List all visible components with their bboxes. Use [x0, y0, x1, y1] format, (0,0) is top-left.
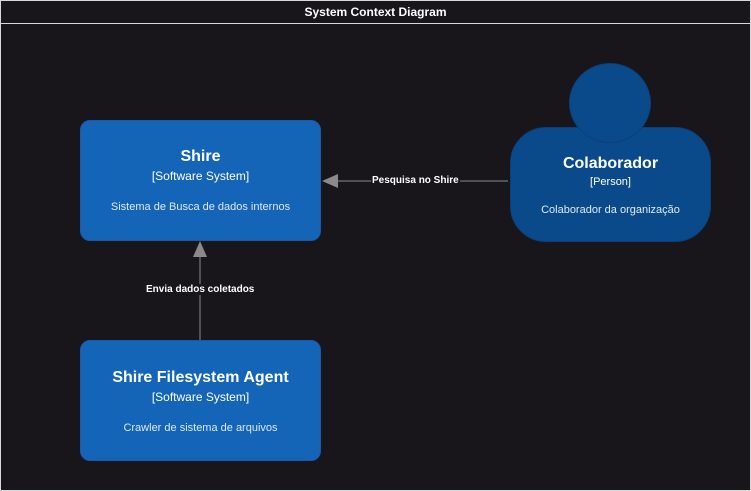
node-agent-kind: [Software System] — [151, 390, 250, 404]
person-head-icon — [569, 63, 651, 143]
node-shire-kind: [Software System] — [151, 169, 250, 183]
edge-label-envia: Envia dados coletados — [145, 284, 256, 295]
node-agent-description: Crawler de sistema de arquivos — [123, 422, 278, 434]
node-shire-name: Shire — [180, 148, 221, 165]
node-agent[interactable]: Shire Filesystem Agent [Software System]… — [80, 340, 321, 461]
node-colaborador-description: Colaborador da organização — [541, 204, 680, 216]
edge-label-pesquisa: Pesquisa no Shire — [371, 175, 460, 186]
diagram-title: System Context Diagram — [1, 1, 750, 24]
node-shire[interactable]: Shire [Software System] Sistema de Busca… — [80, 120, 321, 241]
node-colaborador-name: Colaborador — [562, 155, 659, 172]
node-colaborador-kind: [Person] — [590, 176, 631, 188]
node-shire-description: Sistema de Busca de dados internos — [110, 201, 291, 213]
node-colaborador[interactable]: Colaborador [Person] Colaborador da orga… — [510, 127, 711, 242]
node-agent-name: Shire Filesystem Agent — [112, 369, 289, 386]
